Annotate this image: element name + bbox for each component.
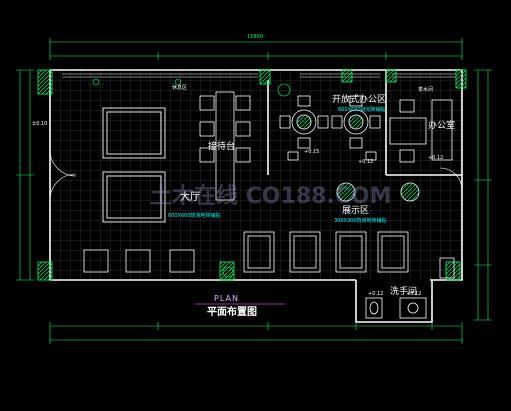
structural-columns [37,69,467,281]
reception-desk [199,91,251,201]
drawing-title: 平面布置图 [207,307,257,318]
plant-symbols [92,78,291,278]
exhibition-tables [336,182,420,202]
office-desk [389,99,453,163]
level-tag: +0.12 [428,155,444,161]
level-tag: +0.12 [406,291,422,297]
dimension-lines [16,38,492,344]
watermark: 土木在线 CO188.COM [150,184,392,209]
level-tag: +0.12 [358,159,374,165]
room-label-lounge: 休息区 [172,85,188,91]
door-swings [49,149,463,201]
lobby-benches [83,249,195,273]
washroom-fixtures [365,257,455,319]
room-label-open-office: 开放式办公区 [332,95,387,105]
dim-top-total: 11800 [247,34,263,40]
room-label-washroom: 洗手间 [390,287,418,297]
room-label-tea-room: 茶水间 [418,87,434,93]
level-tag: +0.15 [304,149,320,155]
room-label-office: 办公室 [428,121,456,131]
room-label-reception: 接待台 [208,142,236,152]
meeting-tables [279,95,381,161]
floor-note-3: 600X600抛光砖铺贴 [338,107,386,113]
floor-note-1: 600X600防滑地砖铺贴 [168,213,221,219]
level-tag: ±0.10 [32,121,48,127]
room-label-lobby: 大厅 [180,192,200,203]
level-tag: +0.12 [368,291,384,297]
display-boards [102,107,166,223]
exhibition-sofas [243,231,409,273]
window-strip [62,73,456,78]
floor-note-2: 300X300防滑地砖铺贴 [334,218,387,224]
plan-label: PLAN [214,294,239,303]
room-label-exhibition: 展示区 [342,206,370,216]
